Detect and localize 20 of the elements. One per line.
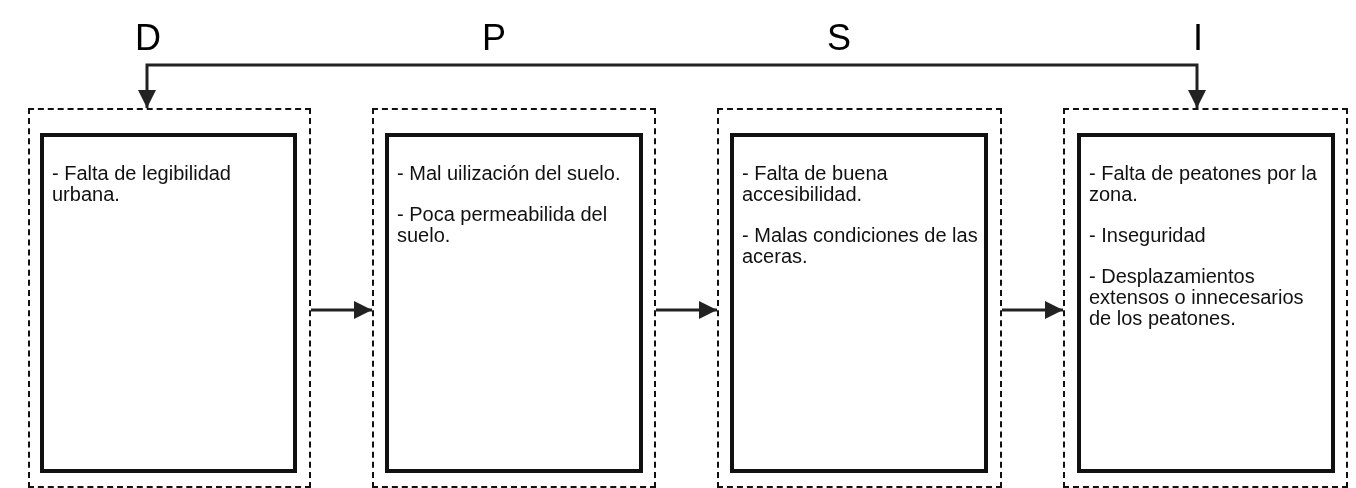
bullet-text: - Falta de legibilidad urbana. xyxy=(52,163,232,205)
text-box xyxy=(40,133,297,473)
arrow xyxy=(1002,301,1063,319)
bullet-text: - Poca permeabilida del suelo. xyxy=(397,204,609,246)
bullet-text: - Inseguridad xyxy=(1089,225,1207,246)
text-box xyxy=(1077,133,1335,473)
arrow xyxy=(311,301,372,319)
text-box xyxy=(730,133,988,473)
arrow xyxy=(656,301,717,319)
bullet-text: - Falta de peatones por la zona. xyxy=(1089,163,1318,205)
bullet-text: - Falta de buena accesibilidad. xyxy=(742,163,889,205)
bullet-text: - Malas condiciones de las aceras. xyxy=(742,225,978,267)
arrow xyxy=(138,63,1206,108)
column-heading: D xyxy=(135,17,161,58)
column-heading: P xyxy=(482,17,506,58)
column-heading: I xyxy=(1193,17,1203,58)
column-heading: S xyxy=(827,17,851,58)
bullet-text: - Desplazamientos extensos o innecesarios de los peatones. xyxy=(1089,266,1305,329)
text-box xyxy=(385,133,643,473)
bullet-text: - Mal uilización del suelo. xyxy=(397,163,622,184)
